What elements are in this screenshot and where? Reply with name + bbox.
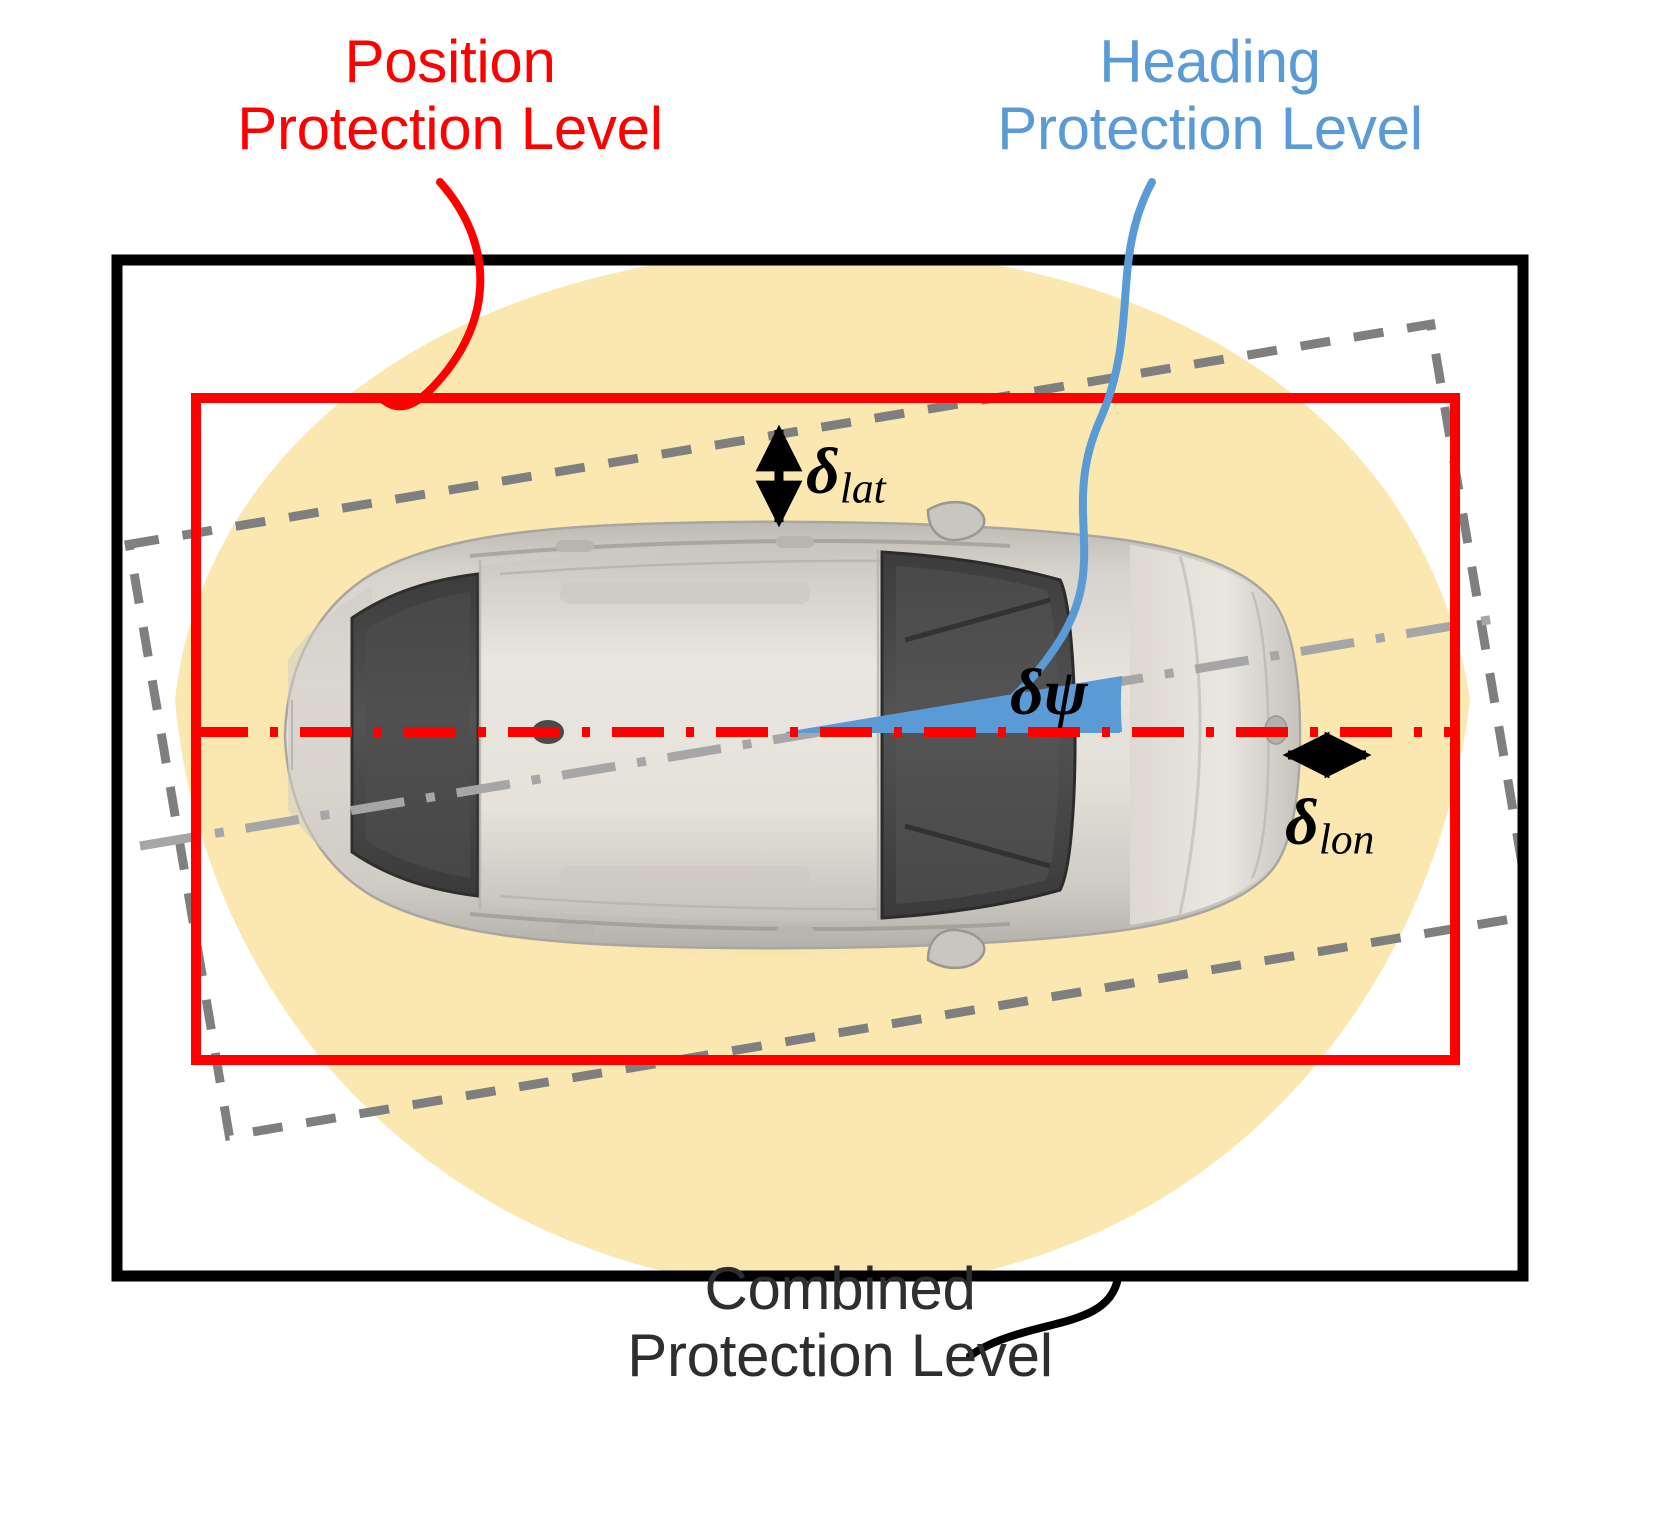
vehicle-topdown	[270, 500, 1302, 970]
delta-lon-symbol: δ	[1285, 786, 1319, 859]
heading-leader-line	[991, 178, 1156, 719]
heading-protection-level-label: Heading Protection Level	[997, 28, 1423, 163]
position-protection-level-label: Position Protection Level	[237, 28, 663, 163]
combined-protection-level-label: Combined Protection Level	[627, 1255, 1053, 1390]
delta-psi-annotation: δψ	[1010, 655, 1088, 731]
position-leader-line	[376, 178, 485, 411]
delta-psi-symbol: δψ	[1010, 656, 1088, 729]
heading-wedge	[786, 676, 1122, 733]
delta-lat-annotation: δlat	[806, 434, 886, 514]
delta-lat-subscript: lat	[839, 464, 886, 513]
delta-lat-symbol: δ	[806, 435, 840, 508]
delta-lon-annotation: δlon	[1285, 785, 1374, 865]
combined-protection-box	[111, 254, 1529, 1282]
combined-leader-line	[966, 1274, 1122, 1360]
delta-lon-subscript: lon	[1318, 815, 1375, 864]
